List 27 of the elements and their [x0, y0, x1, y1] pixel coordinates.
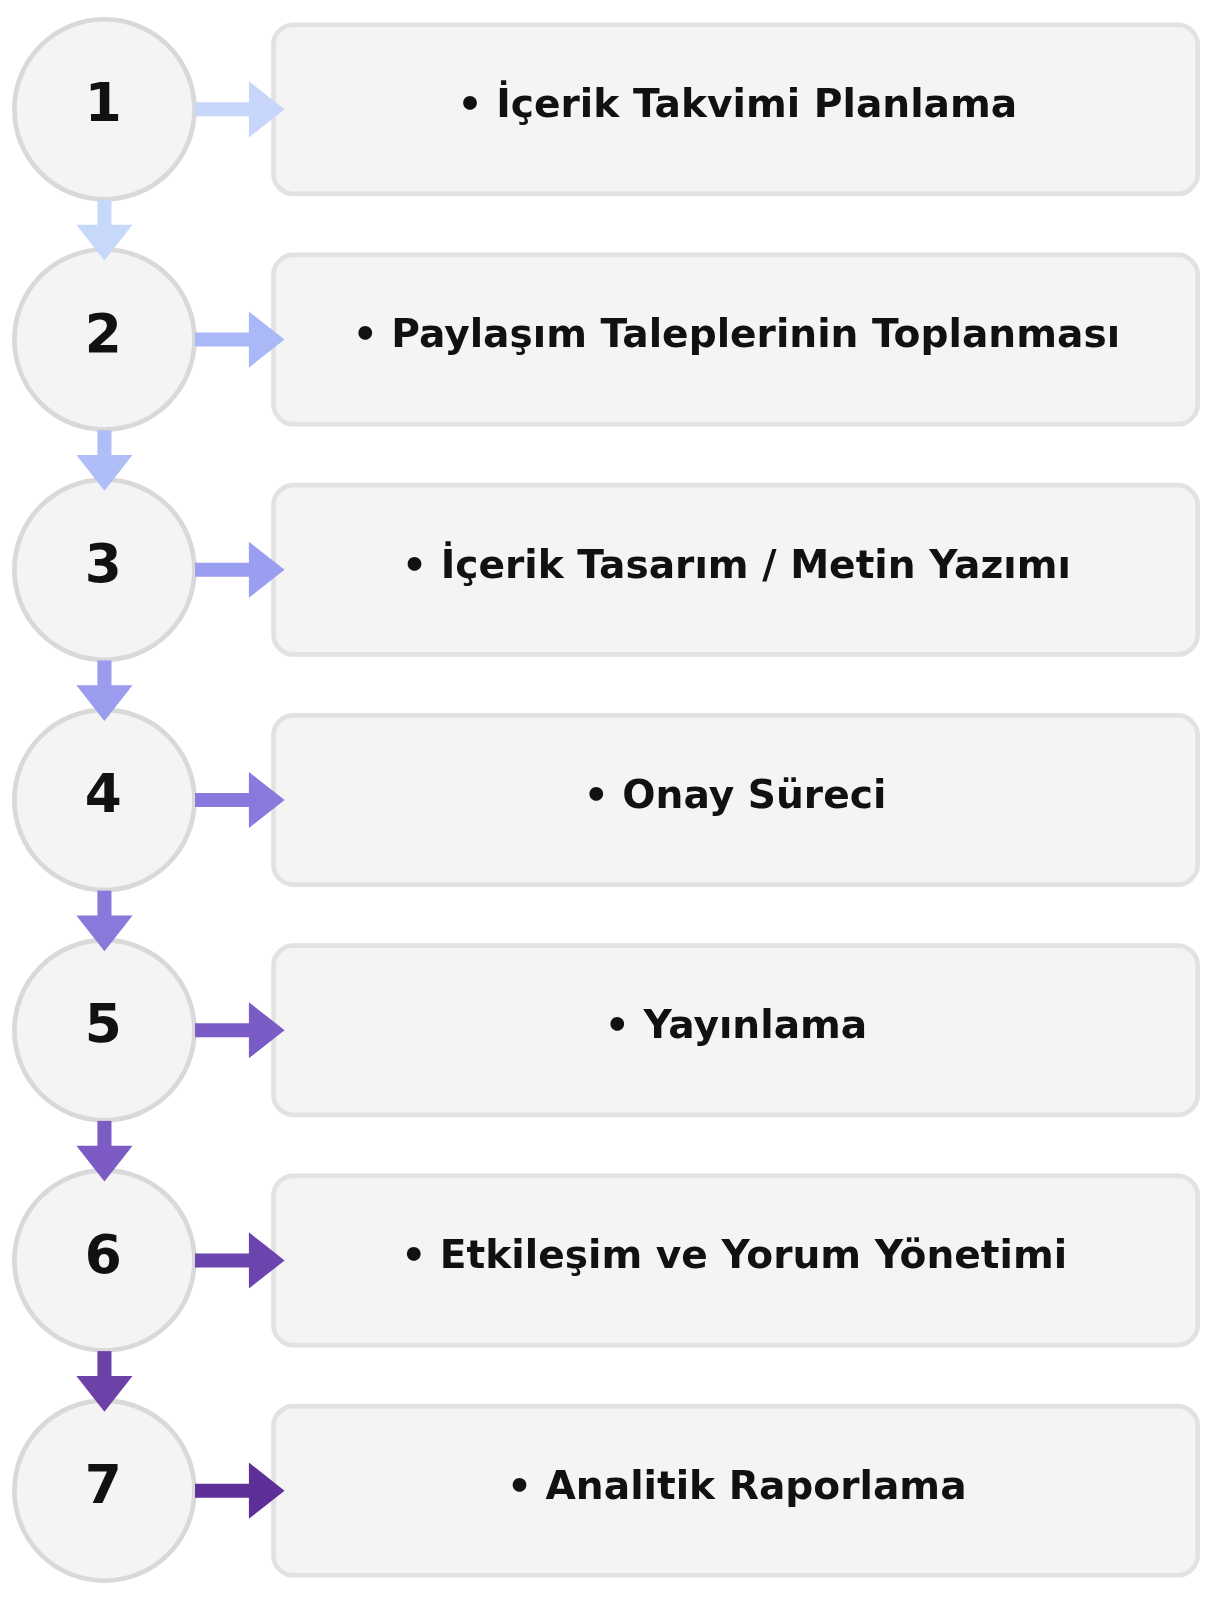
node-circle: 2 — [12, 247, 197, 432]
node-box: • İçerik Takvimi Planlama — [271, 22, 1200, 197]
node-box: • Analitik Raporlama — [271, 1403, 1200, 1578]
node-circle: 3 — [12, 477, 197, 663]
arrow — [76, 200, 133, 261]
node-circle: 7 — [12, 1398, 197, 1584]
node-circle: 6 — [12, 1168, 197, 1353]
node-box: • İçerik Tasarım / Metin Yazımı — [271, 482, 1200, 657]
arrow — [76, 1120, 133, 1182]
node-circle: 5 — [12, 937, 197, 1123]
node-box: • Paylaşım Taleplerinin Toplanması — [271, 252, 1200, 427]
arrow — [195, 1002, 285, 1059]
arrow — [76, 430, 133, 491]
arrow — [195, 311, 285, 368]
arrow — [76, 660, 133, 721]
arrow — [195, 81, 285, 138]
arrow — [195, 1462, 285, 1519]
arrow — [195, 1232, 285, 1289]
node-circle: 1 — [12, 16, 197, 202]
arrow — [76, 1351, 133, 1412]
node-circle: 4 — [12, 707, 197, 893]
arrow — [76, 890, 133, 952]
arrow — [195, 771, 285, 829]
node-box: • Etkileşim ve Yorum Yönetimi — [271, 1173, 1200, 1348]
node-box: • Yayınlama — [271, 943, 1200, 1118]
node-box: • Onay Süreci — [271, 713, 1200, 887]
arrow — [195, 541, 285, 598]
